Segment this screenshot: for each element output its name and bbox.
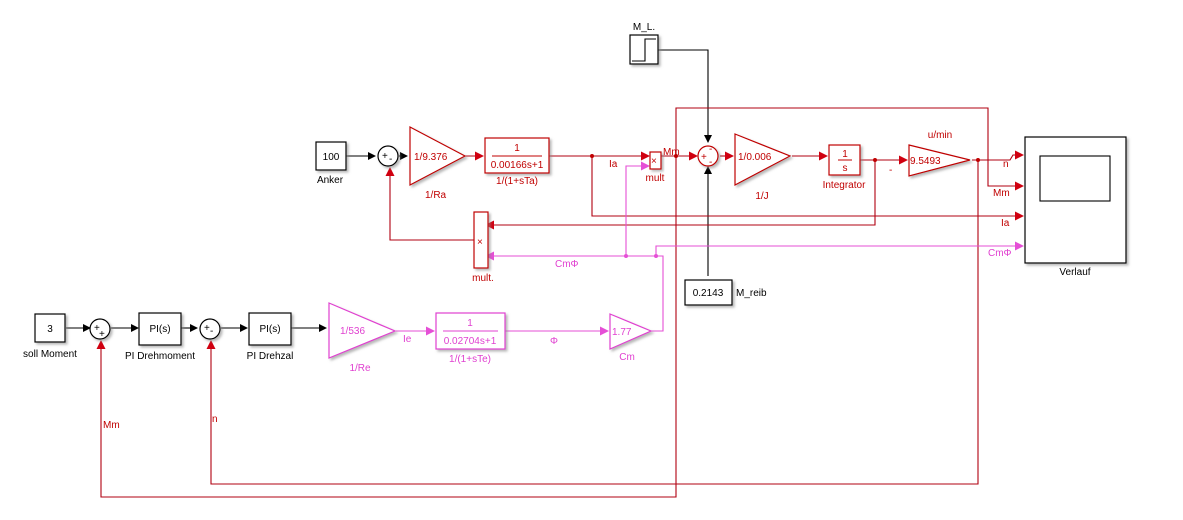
- gain-cm-block[interactable]: 1.77 Cm: [609, 313, 653, 363]
- anker-constant-block[interactable]: 100 Anker: [315, 141, 347, 186]
- svg-text:+: +: [94, 323, 100, 334]
- anker-value: 100: [323, 152, 340, 163]
- tf-ta-block[interactable]: 1 0.00166s+1 1/(1+sTa): [484, 137, 550, 187]
- svg-text:-: -: [709, 157, 712, 168]
- svg-text:n: n: [212, 414, 218, 425]
- gain-re-block[interactable]: 1/536 1/Re: [328, 302, 397, 374]
- svg-text:Mm: Mm: [103, 420, 120, 431]
- svg-text:×: ×: [651, 156, 657, 167]
- svg-text:0.02704s+1: 0.02704s+1: [444, 336, 497, 347]
- mult-top-block[interactable]: × mult: [646, 151, 665, 184]
- svg-text:1/0.006: 1/0.006: [738, 152, 772, 163]
- svg-text:0.00166s+1: 0.00166s+1: [491, 160, 544, 171]
- svg-text:Verlauf: Verlauf: [1059, 267, 1090, 278]
- svg-text:+: +: [204, 323, 210, 334]
- svg-text:1: 1: [514, 143, 520, 154]
- svg-text:+: +: [99, 329, 105, 340]
- gain-umin-block[interactable]: 9.5493 u/min: [908, 130, 971, 177]
- svg-text:1/(1+sTe): 1/(1+sTe): [449, 354, 491, 365]
- svg-text:0.2143: 0.2143: [693, 288, 724, 299]
- tf-ta-label: 1/(1+sTa): [496, 176, 538, 187]
- sum-pi-block[interactable]: + -: [199, 318, 221, 340]
- svg-text:1/Re: 1/Re: [349, 363, 371, 374]
- gain-ra-block[interactable]: 1/9.376 1/Ra: [409, 126, 467, 201]
- svg-text:Ia: Ia: [1001, 218, 1010, 229]
- sum-torque-block[interactable]: + - -: [697, 144, 719, 168]
- svg-text:soll Moment: soll Moment: [23, 349, 77, 360]
- svg-text:1: 1: [842, 149, 848, 160]
- svg-text:+: +: [701, 152, 707, 163]
- ml-label: M_L.: [633, 22, 655, 33]
- svg-text:u/min: u/min: [928, 130, 952, 141]
- svg-text:1.77: 1.77: [612, 327, 632, 338]
- gain-j-block[interactable]: 1/0.006 1/J: [734, 133, 792, 202]
- svg-text:-: -: [210, 326, 213, 337]
- soll-moment-block[interactable]: 3 soll Moment: [23, 313, 77, 360]
- svg-text:Integrator: Integrator: [823, 180, 866, 191]
- mult-top-label: mult: [646, 173, 665, 184]
- wires: [66, 49, 1024, 498]
- gain-ra-label: 1/Ra: [425, 190, 447, 201]
- ml-step-block[interactable]: M_L.: [629, 22, 659, 65]
- svg-text:CmΦ: CmΦ: [988, 248, 1012, 259]
- svg-text:3: 3: [47, 324, 53, 335]
- svg-text:s: s: [843, 163, 848, 174]
- svg-text:Cm: Cm: [619, 352, 635, 363]
- anker-label: Anker: [317, 175, 344, 186]
- svg-text:PI Drehzal: PI Drehzal: [247, 351, 294, 362]
- svg-text:CmΦ: CmΦ: [555, 259, 579, 270]
- signal-ia-label: Ia: [609, 159, 618, 170]
- svg-text:-: -: [709, 144, 712, 155]
- integrator-block[interactable]: 1 s Integrator: [823, 144, 866, 191]
- tf-te-block[interactable]: 1 0.02704s+1 1/(1+sTe): [435, 312, 506, 365]
- svg-text:×: ×: [477, 237, 483, 248]
- svg-text:PI(s): PI(s): [149, 324, 170, 335]
- svg-text:Mm: Mm: [993, 188, 1010, 199]
- svg-text:9.5493: 9.5493: [910, 156, 941, 167]
- svg-text:1/536: 1/536: [340, 326, 365, 337]
- junction-dots: [590, 154, 980, 258]
- svg-text:+: +: [382, 151, 388, 162]
- svg-text:-: -: [389, 154, 392, 165]
- sum-anker-block[interactable]: + -: [377, 145, 399, 167]
- svg-text:1: 1: [467, 318, 473, 329]
- mreib-constant-block[interactable]: 0.2143 M_reib: [684, 279, 767, 306]
- gain-ra-value: 1/9.376: [414, 152, 448, 163]
- svg-text:-: -: [889, 165, 892, 176]
- signal-mm-label: Mm: [663, 147, 680, 158]
- scope-verlauf-block[interactable]: Verlauf: [1024, 136, 1127, 278]
- svg-text:mult.: mult.: [472, 273, 494, 284]
- svg-text:PI(s): PI(s): [259, 324, 280, 335]
- sum-soll-block[interactable]: + +: [89, 318, 111, 340]
- svg-text:PI Drehmoment: PI Drehmoment: [125, 351, 195, 362]
- svg-text:1/J: 1/J: [755, 191, 768, 202]
- pi-drehzal-block[interactable]: PI(s) PI Drehzal: [247, 312, 294, 362]
- pi-drehmoment-block[interactable]: PI(s) PI Drehmoment: [125, 312, 195, 362]
- svg-text:Φ: Φ: [550, 336, 558, 347]
- svg-text:Ie: Ie: [403, 334, 412, 345]
- svg-text:M_reib: M_reib: [736, 288, 767, 299]
- mult-bottom-block[interactable]: × mult.: [472, 211, 494, 284]
- svg-text:n: n: [1003, 159, 1009, 170]
